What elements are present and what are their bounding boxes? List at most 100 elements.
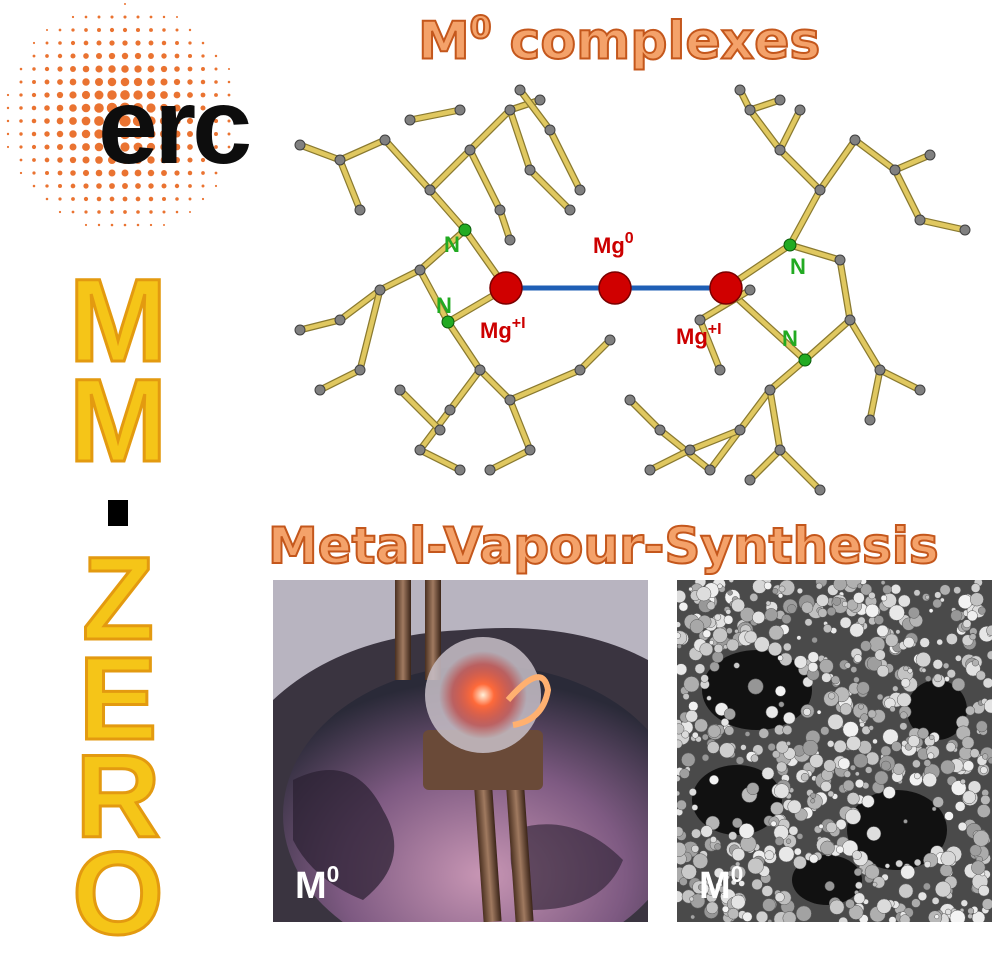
erc-dot [186, 117, 194, 125]
bond-highlight [467, 147, 503, 213]
erc-dot [94, 116, 104, 126]
erc-dot [6, 93, 10, 97]
erc-dot [160, 156, 168, 164]
erc-dot [123, 223, 127, 227]
bond-highlight [747, 107, 783, 153]
erc-dot [227, 158, 231, 162]
bond-highlight [507, 397, 533, 453]
erc-dot [19, 119, 23, 123]
erc-dot [161, 196, 167, 202]
erc-dot [69, 130, 77, 138]
erc-dot [69, 117, 77, 125]
bond-highlight [627, 397, 663, 433]
erc-dot [97, 210, 101, 214]
erc-dot [57, 157, 63, 163]
erc-dot [69, 78, 77, 86]
bond-highlight [647, 447, 693, 473]
erc-dot [32, 41, 36, 45]
carbon-atom [379, 134, 391, 146]
erc-dot [19, 106, 23, 110]
erc-dot [44, 157, 50, 163]
bond-highlight [427, 147, 473, 193]
erc-dot [81, 129, 91, 139]
bond-highlight [317, 367, 363, 393]
erc-dot [123, 210, 127, 214]
erc-dot [213, 118, 219, 124]
erc-dot [159, 103, 169, 113]
bond-highlight [867, 367, 883, 423]
carbon-atom [624, 394, 636, 406]
erc-dot [70, 66, 76, 72]
erc-dot [45, 54, 49, 58]
bond-highlight [417, 267, 451, 325]
erc-dot [84, 210, 88, 214]
erc-dot [161, 183, 167, 189]
carbon-atom [374, 284, 386, 296]
erc-dot [187, 157, 193, 163]
erc-dot [95, 156, 103, 164]
erc-dot [147, 156, 155, 164]
erc-dot [70, 183, 76, 189]
erc-dot [133, 90, 143, 100]
erc-dot [135, 183, 141, 189]
carbon-atom [434, 424, 446, 436]
sem-photo-label: M0 [699, 861, 744, 907]
erc-dot [44, 66, 50, 72]
carbon-atom [494, 204, 506, 216]
erc-dot [81, 103, 91, 113]
erc-dot [70, 170, 76, 176]
erc-dot [32, 158, 36, 162]
carbon-atom [514, 84, 526, 96]
erc-dot [146, 129, 156, 139]
erc-dot [132, 115, 144, 127]
nitrogen-atom [441, 315, 455, 329]
erc-dot [19, 132, 23, 136]
carbon-atom [474, 364, 486, 376]
bond-highlight [802, 317, 853, 363]
carbon-atom [404, 114, 416, 126]
bond-highlight [417, 227, 468, 273]
erc-dot [31, 144, 37, 150]
carbon-atom [684, 444, 696, 456]
carbon-atom [414, 264, 426, 276]
erc-dot [201, 197, 205, 201]
carbon-atom [484, 464, 496, 476]
erc-dot [107, 77, 117, 87]
erc-dot [94, 77, 104, 87]
erc-dot [135, 40, 141, 46]
carbon-atom [564, 204, 576, 216]
erc-dot [162, 15, 166, 19]
carbon-atom [524, 164, 536, 176]
carbon-atom [774, 94, 786, 106]
bond-highlight [427, 187, 468, 233]
erc-dot [32, 54, 36, 58]
bond-highlight [707, 427, 743, 473]
erc-dot [173, 104, 181, 112]
bond-highlight [852, 137, 898, 173]
erc-dot [214, 93, 218, 97]
carbon-atom [774, 144, 786, 156]
erc-dot [19, 158, 23, 162]
erc-dot [107, 142, 117, 152]
erc-dot [174, 170, 180, 176]
carbon-atom [504, 394, 516, 406]
erc-dot [57, 53, 63, 59]
erc-dot [186, 104, 194, 112]
erc-dot [108, 169, 116, 177]
erc-dot [71, 210, 75, 214]
erc-dot [121, 52, 129, 60]
erc-dot [32, 67, 36, 71]
erc-dot [149, 223, 153, 227]
erc-dot-burst-icon [6, 2, 231, 227]
erc-dot [82, 156, 90, 164]
erc-dot [146, 116, 156, 126]
erc-dot [200, 105, 206, 111]
erc-dot [148, 53, 154, 59]
carbon-atom [314, 384, 326, 396]
carbon-atom [744, 474, 756, 486]
erc-dot [227, 145, 231, 149]
erc-dot [214, 145, 218, 149]
erc-dot [149, 15, 153, 19]
bond-highlight [337, 287, 383, 323]
erc-dot [45, 184, 49, 188]
